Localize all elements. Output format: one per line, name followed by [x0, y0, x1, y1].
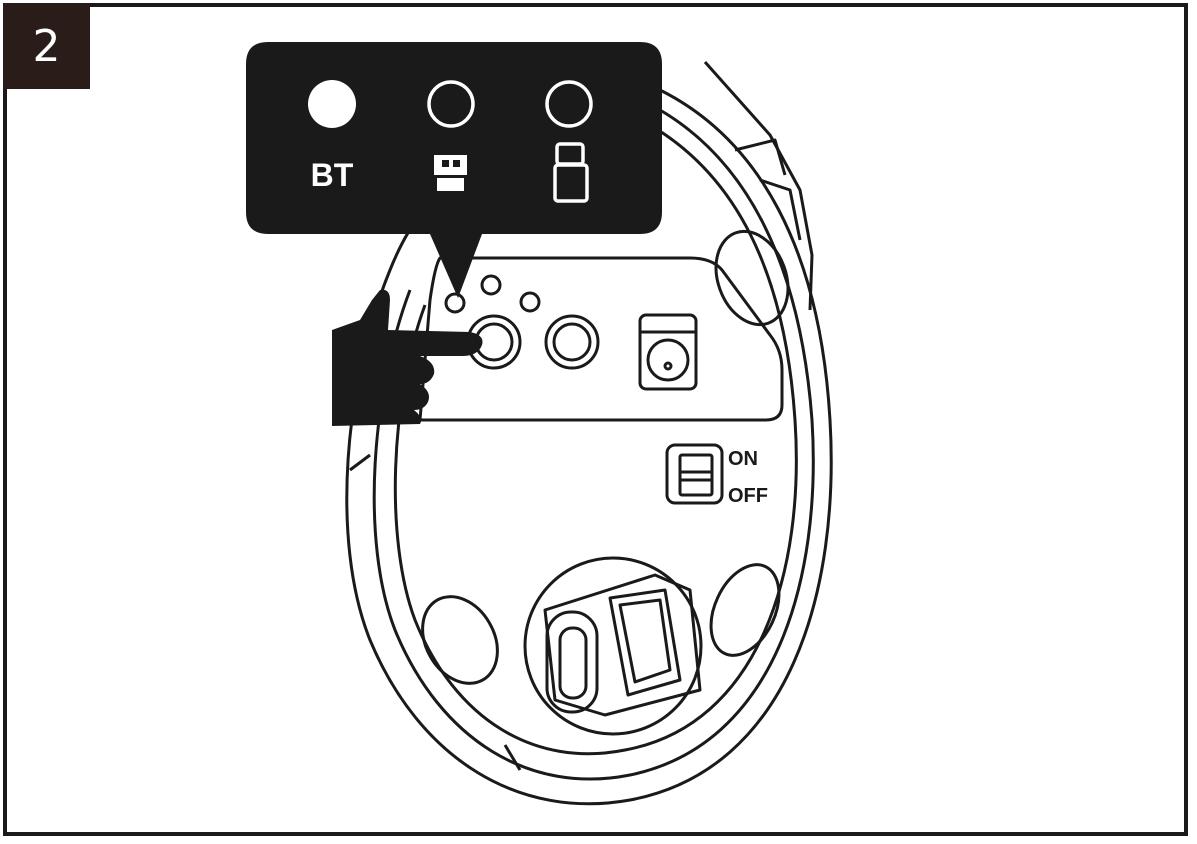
- led-indicator-bt: [444, 292, 466, 314]
- mode-callout: BT: [246, 42, 662, 298]
- usb-receiver-slot: [608, 588, 682, 697]
- battery-cover: [523, 556, 703, 736]
- mouse-base-plate: [393, 123, 798, 756]
- glide-pad-right: [709, 563, 781, 657]
- control-panel-plate: [418, 256, 784, 422]
- power-switch: [665, 443, 724, 505]
- usb-c-dongle-icon: [553, 142, 589, 203]
- led-indicator-usbc: [519, 291, 541, 313]
- dpi-button: [544, 314, 600, 370]
- led-indicator-usb: [480, 274, 502, 296]
- step-number-badge: 2: [3, 3, 90, 89]
- glide-pad-left: [421, 595, 499, 685]
- pointing-hand-icon: [332, 289, 483, 426]
- sensor-window: [638, 313, 698, 391]
- battery-door: [543, 573, 702, 717]
- mode-label-bt: BT: [311, 157, 354, 193]
- indicator-empty: [545, 80, 593, 128]
- mouse-side-grip: [703, 61, 814, 311]
- glide-pad-top: [714, 229, 790, 327]
- switch-on-label: ON: [728, 448, 758, 470]
- indicator-filled: [308, 80, 356, 128]
- switch-off-label: OFF: [728, 485, 768, 507]
- usbc-dongle-slot: [545, 610, 599, 714]
- usb-receiver-icon: [434, 155, 467, 191]
- indicator-empty: [427, 80, 475, 128]
